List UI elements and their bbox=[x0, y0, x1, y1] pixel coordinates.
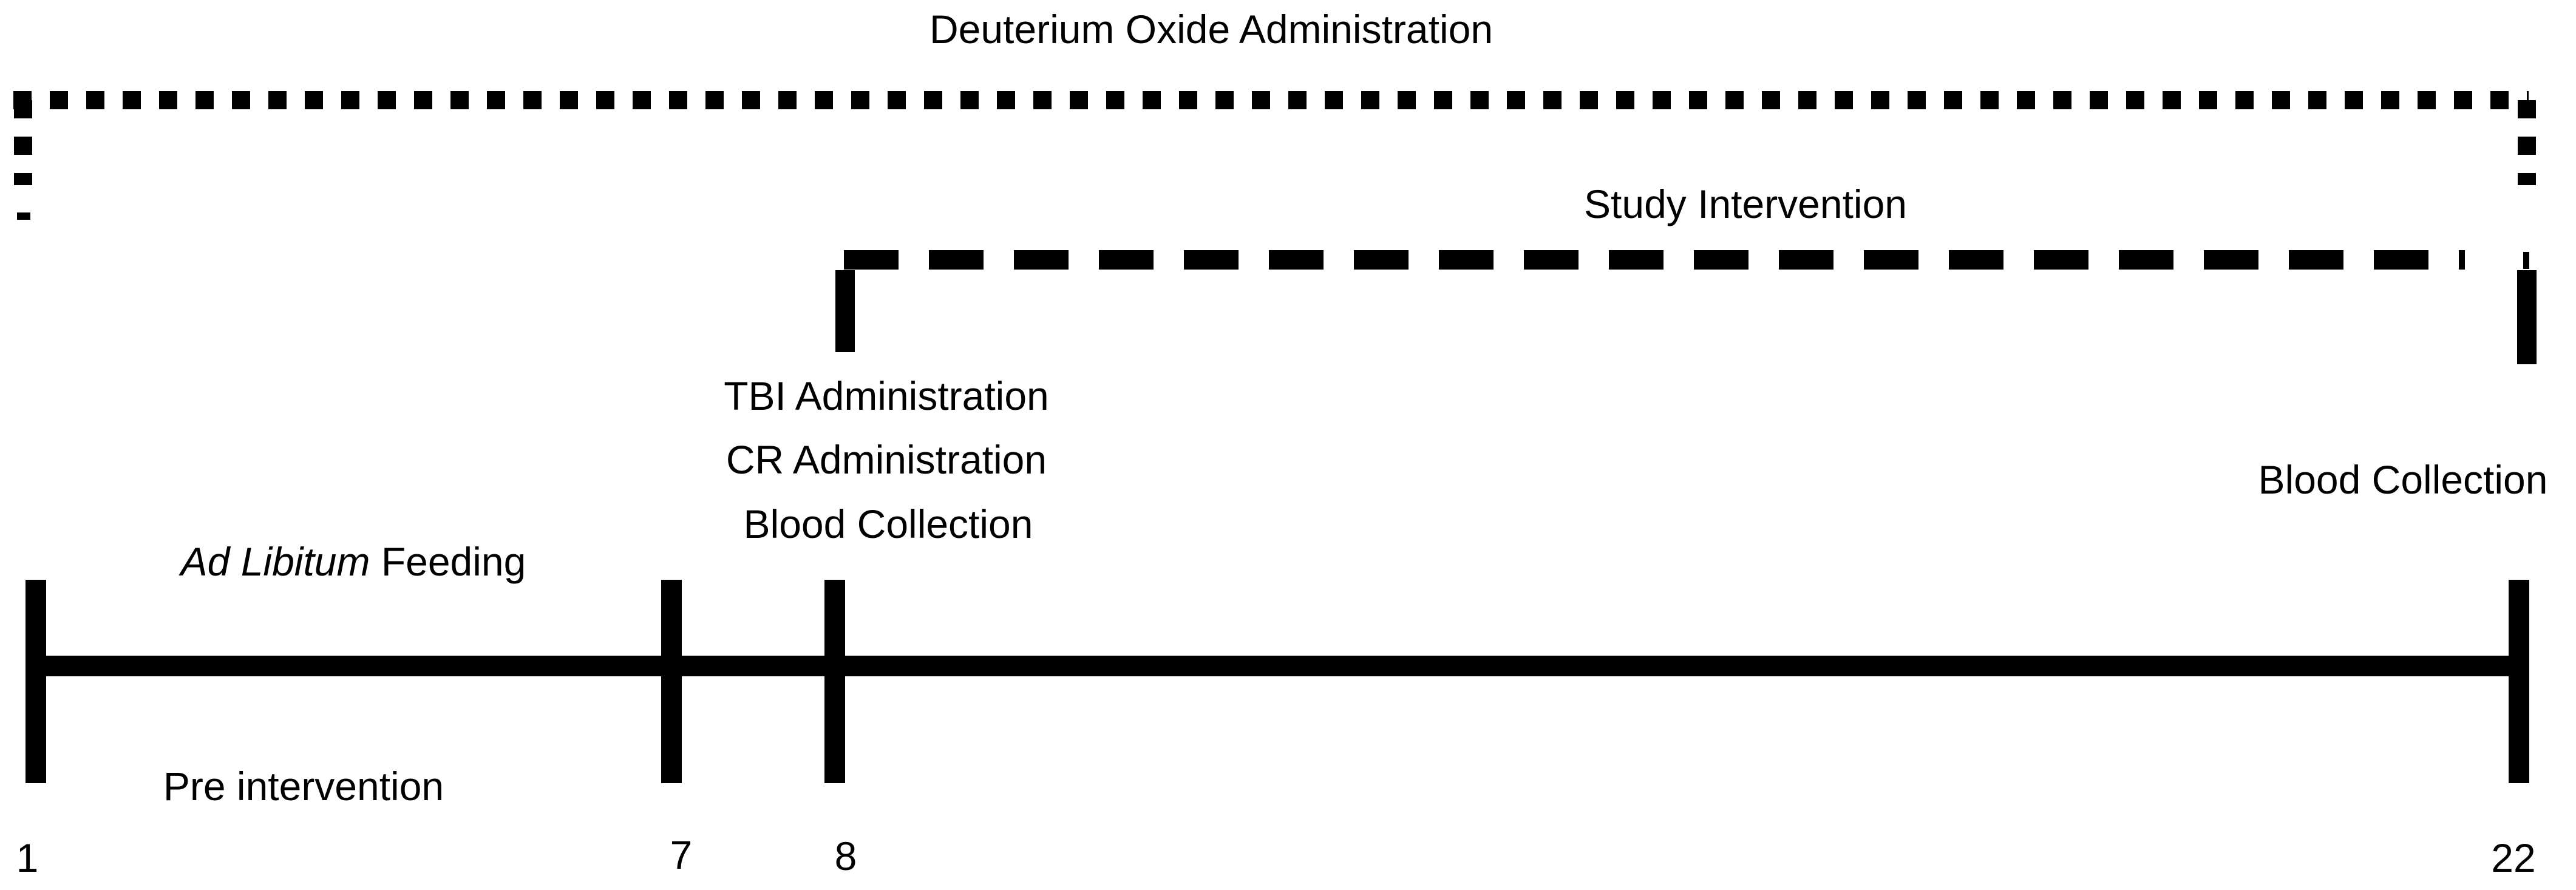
ad-libitum-feeding-label: Ad Libitum Feeding bbox=[178, 539, 526, 584]
day-22-label: 22 bbox=[2491, 835, 2535, 880]
day-1-label: 1 bbox=[16, 835, 39, 880]
day-7-label: 7 bbox=[670, 832, 693, 877]
ad-libitum-feeding-rest: Feeding bbox=[370, 539, 526, 584]
blood-collection-day22-label: Blood Collection bbox=[2258, 457, 2548, 502]
ad-libitum-italic: Ad Libitum bbox=[178, 539, 370, 584]
blood-collection-day8-label: Blood Collection bbox=[744, 501, 1033, 546]
day-8-label: 8 bbox=[835, 834, 857, 878]
cr-administration-label: CR Administration bbox=[726, 437, 1047, 482]
deuterium-bracket-tick bbox=[17, 212, 30, 220]
pre-intervention-label: Pre intervention bbox=[163, 764, 444, 809]
day-22-marker bbox=[2509, 580, 2529, 783]
study-intervention-label: Study Intervention bbox=[1584, 182, 1907, 226]
day-7-marker bbox=[661, 580, 682, 783]
day-8-marker bbox=[824, 580, 845, 783]
deuterium-bracket bbox=[13, 91, 2536, 185]
deuterium-label: Deuterium Oxide Administration bbox=[929, 7, 1493, 52]
tbi-administration-label: TBI Administration bbox=[724, 373, 1049, 418]
day-1-marker bbox=[25, 580, 46, 783]
study-intervention-bracket-tick bbox=[2523, 252, 2529, 269]
study-intervention-bracket bbox=[835, 250, 2537, 364]
